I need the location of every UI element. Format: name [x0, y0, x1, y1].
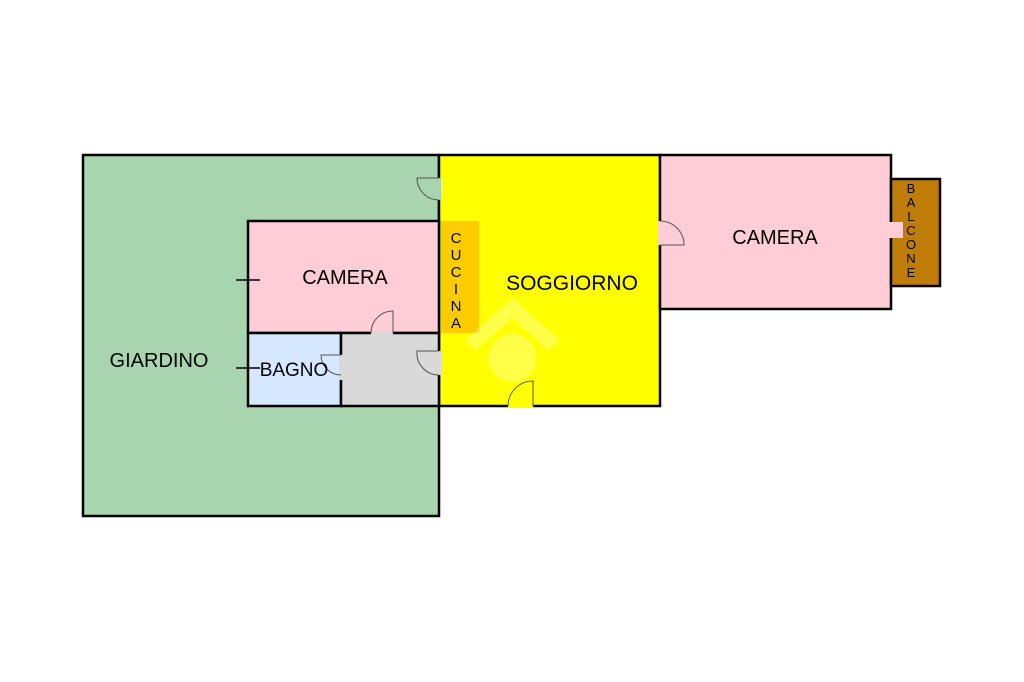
window-bagno	[236, 356, 260, 380]
balcone-letter: L	[907, 209, 914, 224]
door-soggiorno-camera-right	[658, 220, 685, 246]
balcone-letter: B	[907, 181, 916, 196]
cucina-letter: I	[454, 281, 458, 298]
bagno-label: BAGNO	[260, 360, 329, 381]
soggiorno-label: SOGGIORNO	[506, 272, 638, 295]
door-corridoio-soggiorno	[416, 350, 441, 376]
balcone-door	[889, 222, 903, 238]
cucina-letter: C	[451, 230, 462, 247]
balcone-letter: E	[907, 265, 916, 280]
door-giardino-soggiorno	[416, 177, 441, 201]
balcone-label: B A L C O N E	[906, 181, 916, 280]
cucina-letter: C	[451, 264, 462, 281]
corridoio-area	[339, 331, 441, 408]
camera-right-label: CAMERA	[732, 227, 818, 249]
cucina-letter: N	[451, 298, 462, 315]
window-camera-left	[236, 268, 260, 292]
door-camera-left-corridoio	[370, 310, 394, 335]
balcone-letter: N	[906, 251, 915, 266]
camera-right-area	[658, 153, 893, 311]
cucina-letter: A	[451, 315, 461, 332]
balcone-letter: A	[907, 195, 916, 210]
camera-left-label: CAMERA	[302, 267, 388, 289]
giardino-label: GIARDINO	[110, 350, 209, 372]
cucina-label: C U C I N A	[451, 230, 462, 332]
balcone-letter: O	[906, 237, 916, 252]
door-bagno-corridoio	[320, 354, 343, 380]
door-entrance	[507, 380, 534, 408]
cucina-area	[441, 221, 479, 333]
balcone-letter: C	[906, 223, 915, 238]
cucina-letter: U	[451, 247, 462, 264]
watermark-logo	[465, 298, 560, 382]
